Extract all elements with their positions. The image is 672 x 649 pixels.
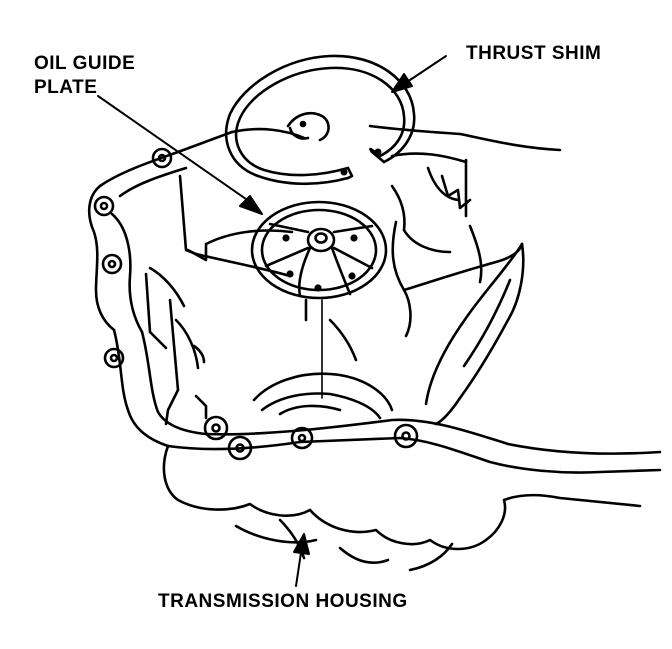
oil-guide-plate-label: OIL GUIDE PLATE (34, 52, 135, 100)
housing-interior (144, 124, 562, 426)
flange-bolt-holes (93, 147, 419, 461)
thrust-shim (225, 54, 416, 186)
housing-flange (87, 130, 662, 572)
transmission-housing-label: TRANSMISSION HOUSING (158, 591, 408, 612)
leader-lines (97, 55, 447, 587)
oil-guide-plate-label-line-2: PLATE (34, 77, 98, 98)
oil-guide-plate (250, 200, 388, 300)
oil-guide-plate-label-line-1: OIL GUIDE (34, 53, 136, 74)
thrust-shim-label: THRUST SHIM (466, 43, 602, 64)
